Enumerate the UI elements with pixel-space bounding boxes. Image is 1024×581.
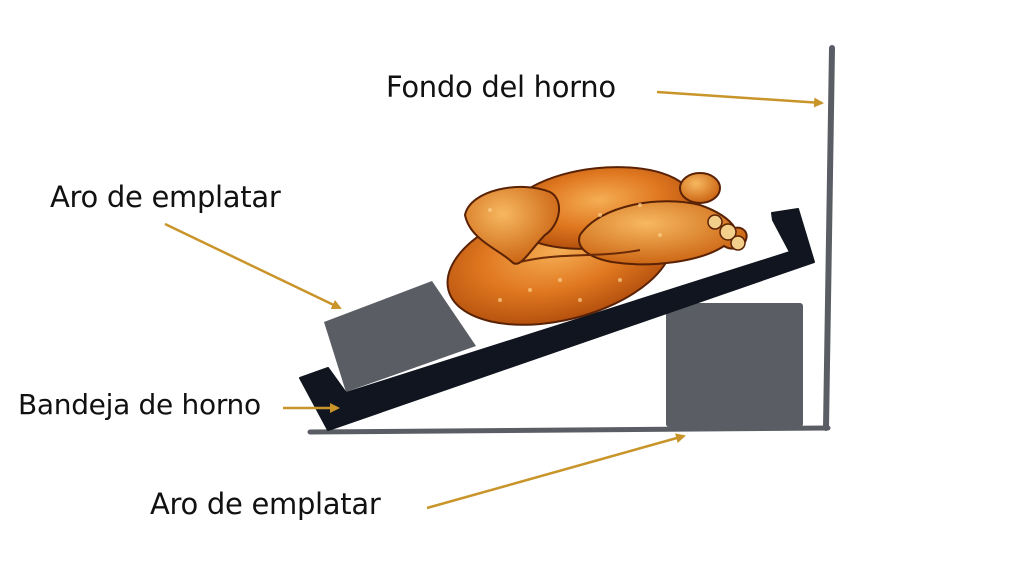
- plating-ring-small: [324, 281, 476, 392]
- oven-floor: [307, 425, 831, 435]
- roast-chicken: [446, 166, 748, 326]
- arrow-plating-ring-top: [164, 222, 342, 310]
- oven-tray: [299, 208, 815, 431]
- label-plating-ring-bottom: Aro de emplatar: [150, 487, 381, 521]
- label-oven-back: Fondo del horno: [386, 70, 616, 104]
- oven-back-wall: [823, 45, 835, 431]
- label-plating-ring-top: Aro de emplatar: [50, 180, 281, 214]
- plating-ring-large: [666, 303, 803, 427]
- arrow-oven-back: [656, 90, 824, 108]
- arrow-plating-ring-bottom: [426, 433, 686, 510]
- label-oven-tray: Bandeja de horno: [18, 388, 261, 421]
